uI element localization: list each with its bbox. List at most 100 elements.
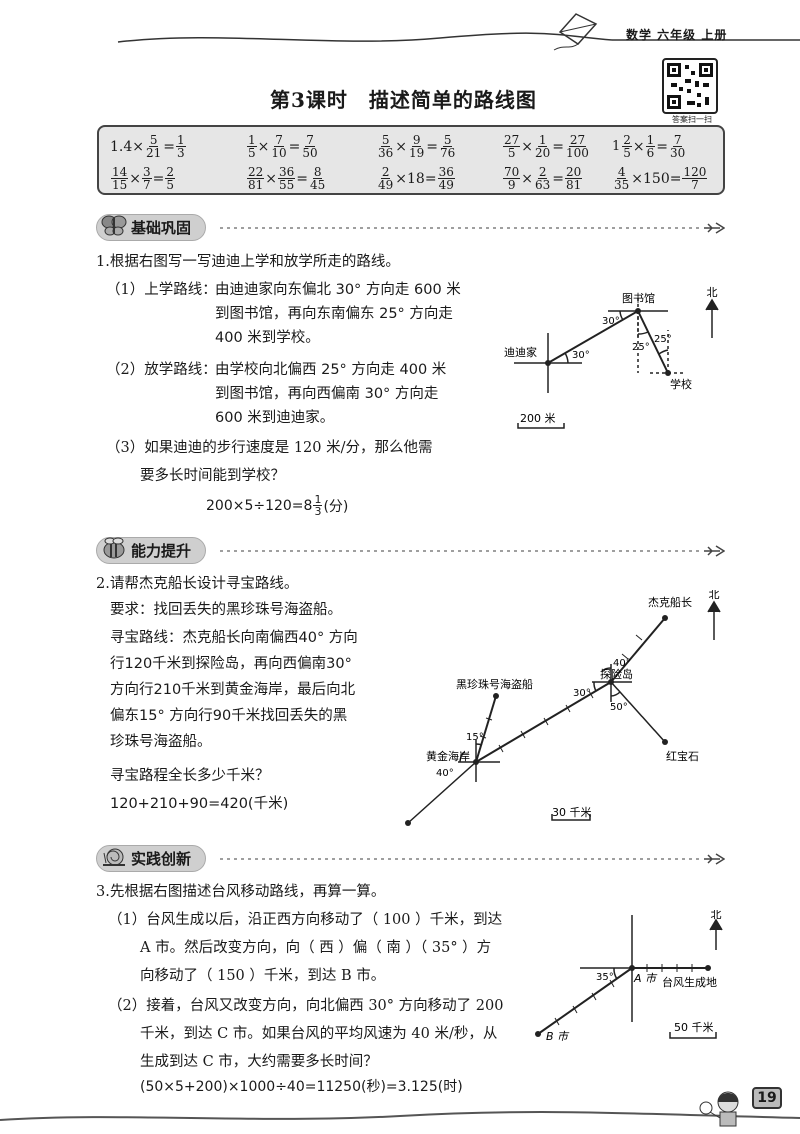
q2-route-line1: 寻宝路线：杰克船长向南偏西40° 方向: [110, 630, 358, 646]
q2-map-island: 探险岛: [600, 667, 633, 681]
q1-map-scale: 200 米: [520, 412, 556, 425]
q3-p1-line1: （1）台风生成以后，沿正西方向移动了（ 100 ）千米，到达: [108, 912, 503, 928]
q1-p2-line1: 由学校向北偏西 25° 方向走 400 米: [215, 362, 447, 378]
q2-map-angle-30: 30°: [573, 688, 591, 699]
q2-map-angle-50: 50°: [610, 702, 628, 713]
header-decoration: [117, 13, 800, 51]
q2-route-line5: 珍珠号海盗船。: [110, 734, 212, 750]
q3-map-scale: 50 千米: [674, 1021, 714, 1034]
footer-decoration: [0, 1091, 800, 1127]
page-title: 第3课时 描述简单的路线图: [270, 88, 537, 112]
section-basic-divider: [220, 222, 725, 234]
q2-map-ruby: 红宝石: [666, 749, 699, 763]
q1-map-angle-25a: 25°: [632, 342, 650, 353]
plane-icon: [704, 545, 725, 557]
q2-route-line4: 偏东15° 方向行90千米找回丢失的黑: [110, 708, 348, 724]
q1-p2-line2: 到图书馆，再向西偏南 30° 方向走: [215, 386, 439, 402]
girl-mascot-icon: [699, 1091, 739, 1127]
q1-p2-line3: 600 米到迪迪家。: [215, 410, 335, 426]
warmup-box: [97, 125, 725, 195]
section-advance-title: 能力提升: [131, 541, 192, 560]
q1-map-home: 迪迪家: [504, 345, 537, 359]
section-practice: 实践创新: [96, 844, 207, 872]
q3-map-origin: 台风生成地: [662, 975, 717, 989]
q2-route-line2: 行120千米到探险岛，再向西偏南30°: [110, 656, 352, 672]
q1-p3-line2: 要多长时间能到学校？: [140, 468, 285, 484]
q2-stem: 2.请帮杰克船长设计寻宝路线。: [96, 576, 299, 592]
q1-map-school: 学校: [670, 377, 692, 391]
q2-map-north: 北: [709, 590, 720, 601]
q1-p1-line1: 由迪迪家向东偏北 30° 方向走 600 米: [215, 282, 461, 298]
q1-p1-line2: 到图书馆，再向东南偏东 25° 方向走: [215, 306, 453, 322]
qr-code[interactable]: [662, 58, 718, 114]
q3-p2-line1: （2）接着，台风又改变方向，向北偏西 30° 方向移动了 200: [108, 998, 504, 1014]
q3-p2-line2: 千米，到达 C 市。如果台风的平均风速为 40 米/秒，从: [140, 1026, 498, 1042]
q2-requirement: 要求：找回丢失的黑珍珠号海盗船。: [110, 602, 342, 618]
q2-treasure-map: 北 杰克船长 探险岛 黑珍珠号海盗船 黄金海岸 红宝石 40° 30° 50° …: [405, 590, 721, 826]
q2-map-coast: 黄金海岸: [426, 749, 470, 763]
section-advance: 能力提升: [96, 536, 207, 564]
q1-p3-line1: （3）如果迪迪的步行速度是 120 米/分，那么他需: [106, 440, 433, 456]
q1-p1-label: （1）上学路线：: [106, 282, 217, 298]
plane-icon: [704, 222, 725, 234]
q1-map-angle-30b: 30°: [602, 316, 620, 327]
q1-map-north: 北: [707, 286, 718, 299]
q2-map-angle-40: 40°: [613, 658, 631, 669]
q1-p2-label: （2）放学路线：: [106, 362, 217, 378]
kite-icon: [553, 13, 598, 51]
q3-answer: (50×5+200)×1000÷40=11250(秒)=3.125(时): [140, 1079, 463, 1095]
q1-p1-line3: 400 米到学校。: [215, 330, 320, 346]
q1-map-angle-25b: 25°: [654, 334, 672, 345]
q1-route-map: 北 图书馆 迪迪家 学校 30° 30° 25° 25° 200 米: [504, 286, 719, 429]
q3-stem: 3.先根据右图描述台风移动路线，再算一算。: [96, 884, 386, 900]
q3-p1-line2: A 市。然后改变方向，向（ 西 ）偏（ 南 ）（ 35° ）方: [140, 940, 492, 956]
q3-map-north: 北: [711, 910, 722, 921]
section-basic: 基础巩固: [96, 213, 207, 241]
q3-map-city-a: A 市: [633, 972, 658, 985]
snail-icon: [103, 848, 125, 866]
q2-answer: 120+210+90=420(千米): [110, 796, 289, 812]
qr-code-icon: [667, 63, 713, 109]
q3-p2-line3: 生成到达 C 市，大约需要多长时间？: [140, 1054, 378, 1070]
q2-map-angle-15: 15°: [466, 732, 484, 743]
q2-map-captain: 杰克船长: [648, 595, 692, 609]
q2-map-angle-40b: 40°: [436, 768, 454, 779]
q2-map-ship: 黑珍珠号海盗船: [456, 677, 533, 691]
section-practice-divider: [220, 853, 725, 865]
q1-map-angle-30a: 30°: [572, 350, 590, 361]
butterfly-icon: [101, 215, 127, 235]
q2-question: 寻宝路程全长多少千米？: [110, 768, 270, 784]
